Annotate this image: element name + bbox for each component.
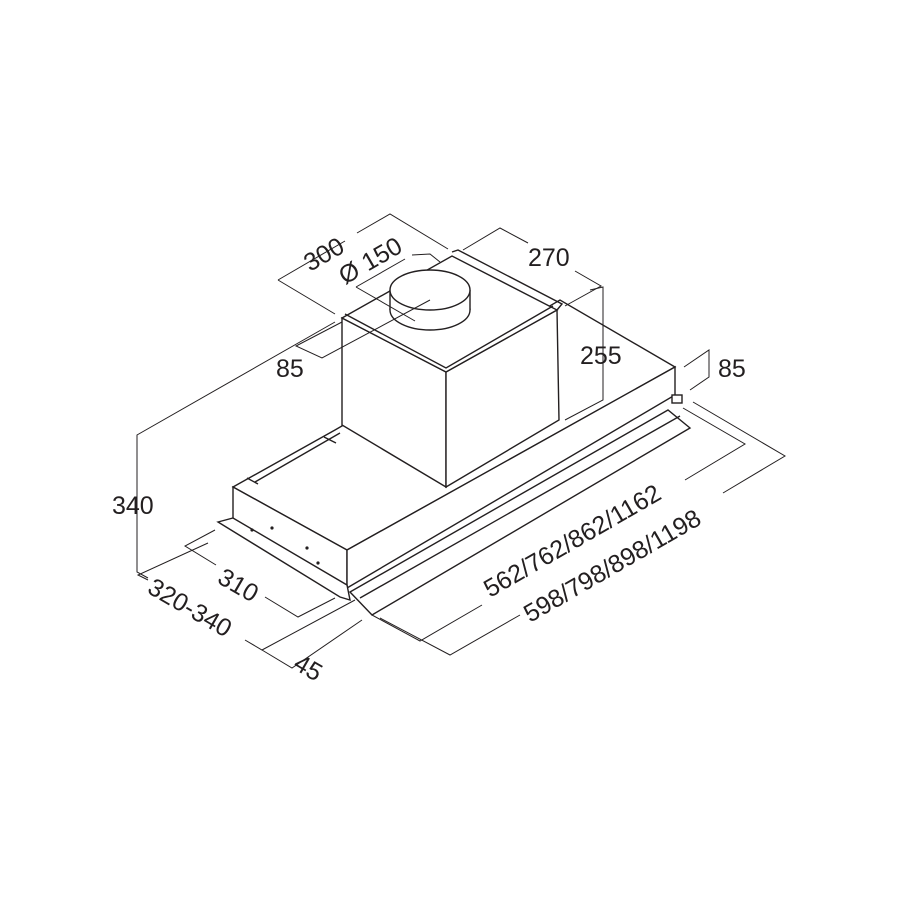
- dim-chimney-width: 270: [528, 244, 570, 272]
- dimension-lines: [136, 213, 786, 669]
- dim-visor-height: 85: [718, 355, 746, 383]
- dim-chimney-height: 255: [580, 342, 622, 370]
- dim-duct-offset: 85: [276, 355, 304, 383]
- dim-body-depth: 310: [213, 563, 263, 608]
- dim-total-height: 340: [112, 492, 154, 520]
- screw-hole: [250, 528, 254, 532]
- chimney: [340, 249, 564, 489]
- duct-collar: [389, 269, 471, 331]
- dim-visor-depth: 45: [289, 649, 327, 687]
